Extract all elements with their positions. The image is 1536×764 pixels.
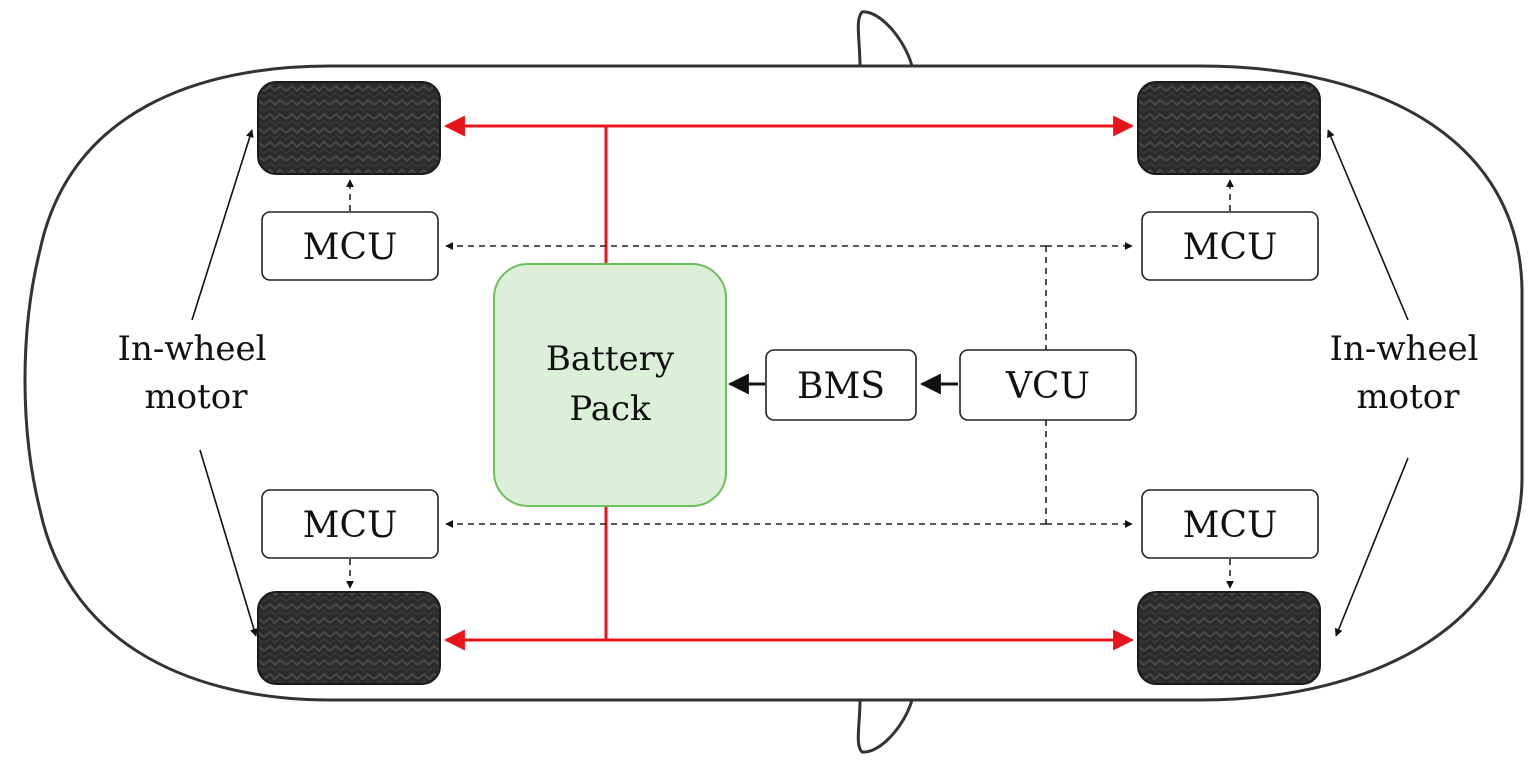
pointer-left-down: [199, 449, 258, 637]
motor-label-left: In-wheel motor: [118, 329, 267, 417]
tire-icon-rear-left: [257, 591, 441, 685]
tire-icon-front-right: [1137, 81, 1321, 175]
motor-label-right-line1: In-wheel: [1330, 329, 1479, 369]
car-outline-icon: [23, 10, 1524, 754]
tire-icon-rear-right: [1137, 591, 1321, 685]
battery-pack-label-line2: Pack: [569, 389, 651, 429]
motor-pointer-arrows: [191, 129, 1409, 637]
battery-pack-node: Battery Pack: [493, 263, 727, 507]
mcu-front-right-node: MCU: [1141, 211, 1319, 281]
pointer-left-up: [191, 129, 254, 321]
motor-label-left-line2: motor: [144, 377, 248, 417]
bms-label: BMS: [797, 366, 885, 407]
pointer-right-up: [1327, 129, 1409, 321]
vcu-label: VCU: [1005, 366, 1090, 407]
mcu-front-right-label: MCU: [1183, 227, 1278, 268]
vcu-node: VCU: [959, 349, 1137, 421]
pointer-right-down: [1334, 457, 1409, 637]
tire-icon-front-left: [257, 81, 441, 175]
motor-label-right: In-wheel motor: [1330, 329, 1479, 417]
mcu-rear-right-node: MCU: [1141, 489, 1319, 559]
battery-pack-label-line1: Battery: [546, 339, 675, 379]
mcu-front-left-node: MCU: [261, 211, 439, 281]
mcu-rear-right-label: MCU: [1183, 505, 1278, 546]
mcu-rear-left-node: MCU: [261, 489, 439, 559]
power-lines: [443, 115, 1135, 651]
mcu-front-left-label: MCU: [303, 227, 398, 268]
motor-label-right-line2: motor: [1356, 377, 1460, 417]
bms-node: BMS: [765, 349, 917, 421]
motor-label-left-line1: In-wheel: [118, 329, 267, 369]
mcu-rear-left-label: MCU: [303, 505, 398, 546]
signal-lines: [346, 179, 1234, 589]
